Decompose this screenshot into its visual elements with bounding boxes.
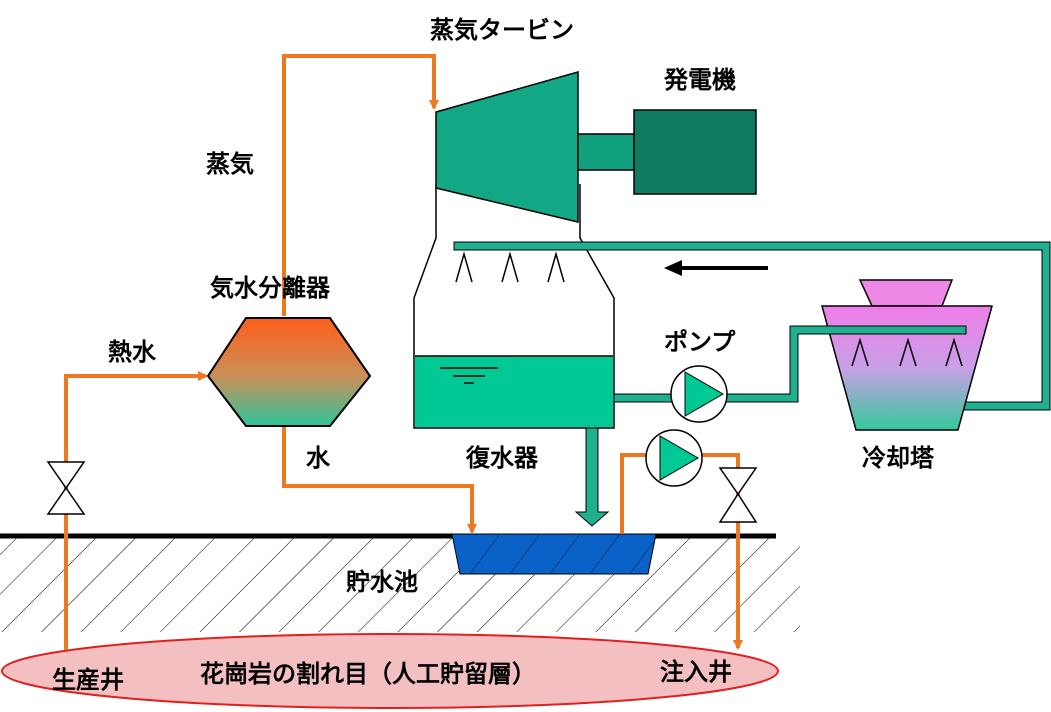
- label-condenser: 復水器: [465, 444, 539, 472]
- tower-spray-nozzles: [851, 337, 963, 367]
- cooling-tower-top: [858, 279, 954, 307]
- pump-injection[interactable]: [645, 429, 703, 487]
- condenser-water: [415, 356, 613, 427]
- label-production-well: 生産井: [52, 666, 124, 694]
- water-level-mark: [440, 367, 498, 384]
- separator-vessel: [206, 317, 372, 427]
- valve-injection[interactable]: [718, 467, 758, 523]
- valve-production[interactable]: [46, 461, 86, 515]
- label-reservoir: 花崗岩の割れ目（人工貯留層）: [200, 660, 536, 688]
- cooling-tower-body: [821, 305, 993, 431]
- pond-hatch-lines: [469, 533, 656, 575]
- condenser-spray-nozzles: [455, 251, 565, 283]
- hot-water-pipe: [64, 371, 208, 650]
- pond-shape: [451, 533, 657, 575]
- label-steam-turbine: 蒸気タービン: [430, 16, 574, 44]
- water-pipe: [282, 426, 477, 534]
- condenser-drain-arrow: [574, 427, 610, 527]
- turbine-shaft: [577, 133, 635, 171]
- flow-arrow-black: [664, 260, 768, 276]
- steam-pipe: [282, 54, 439, 316]
- reservoir-ellipse: [1, 633, 779, 709]
- label-pond: 貯水池: [346, 568, 418, 596]
- label-generator: 発電機: [663, 66, 736, 94]
- label-water: 水: [306, 444, 331, 472]
- label-separator: 気水分離器: [210, 274, 331, 302]
- label-pump: ポンプ: [664, 328, 736, 356]
- label-cooling-tower: 冷却塔: [862, 444, 935, 472]
- steam-turbine: [435, 71, 579, 223]
- label-steam: 蒸気: [206, 150, 254, 178]
- pump-cooling[interactable]: [670, 365, 728, 423]
- generator: [633, 109, 757, 195]
- label-injection-well: 注入井: [660, 658, 732, 686]
- ground-hatch: [0, 537, 800, 632]
- label-hot-water: 熱水: [108, 338, 157, 366]
